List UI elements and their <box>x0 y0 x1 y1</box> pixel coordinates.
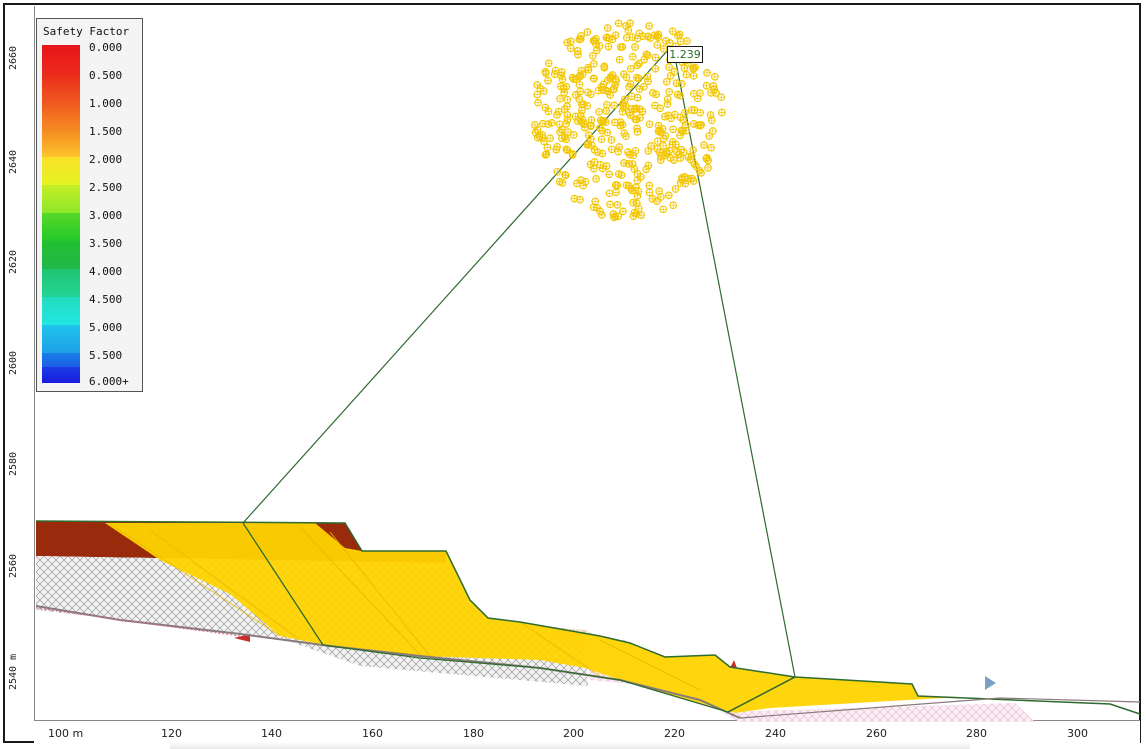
legend-label-10: 5.000 <box>89 321 123 334</box>
x-tick-220: 220 <box>664 727 685 740</box>
legend-swatch-9 <box>42 297 80 325</box>
legend-label-5: 2.500 <box>89 181 123 194</box>
legend-label-11: 5.500 <box>89 349 123 362</box>
radius-line-right <box>673 51 796 678</box>
legend-label-9: 4.500 <box>89 293 123 306</box>
legend-swatch-2 <box>42 101 80 129</box>
legend-swatch-0 <box>42 45 80 73</box>
x-tick-100: 100 m <box>48 727 84 740</box>
x-tick-240: 240 <box>765 727 786 740</box>
legend-label-12: 6.000+ <box>89 375 129 388</box>
critical-safety-factor-label[interactable]: 1.239 <box>667 46 703 63</box>
legend-label-7: 3.500 <box>89 237 123 250</box>
legend-label-0: 0.000 <box>89 41 123 54</box>
x-tick-120: 120 <box>161 727 182 740</box>
legend-label-8: 4.000 <box>89 265 123 278</box>
caption-strip <box>170 742 970 749</box>
legend-label-3: 1.500 <box>89 125 123 138</box>
load-marker-small <box>730 660 737 668</box>
legend-swatch-8 <box>42 269 80 297</box>
legend-swatch-12 <box>42 367 80 383</box>
legend-swatch-6 <box>42 213 80 241</box>
legend-swatch-11 <box>42 353 80 367</box>
legend-swatch-7 <box>42 241 80 269</box>
x-tick-180: 180 <box>463 727 484 740</box>
y-axis-ruler <box>6 6 35 720</box>
water-table-flag <box>985 676 996 690</box>
slip-streaks <box>109 523 701 691</box>
legend-title: Safety Factor <box>43 25 130 38</box>
safety-factor-legend[interactable]: Safety Factor 0.000 0.500 1.000 1.500 2.… <box>36 18 143 392</box>
x-tick-200: 200 <box>563 727 584 740</box>
legend-label-6: 3.000 <box>89 209 123 222</box>
x-tick-260: 260 <box>866 727 887 740</box>
legend-label-2: 1.000 <box>89 97 123 110</box>
legend-swatch-10 <box>42 325 80 353</box>
legend-label-1: 0.500 <box>89 69 123 82</box>
x-tick-300: 300 <box>1067 727 1088 740</box>
slip-surface-fill <box>105 523 960 713</box>
bedrock-boundary-line-right <box>739 697 1141 719</box>
x-axis-ruler <box>34 720 1140 743</box>
slip-center-grid <box>531 19 726 222</box>
load-marker <box>234 634 250 642</box>
x-tick-140: 140 <box>261 727 282 740</box>
legend-swatch-5 <box>42 185 80 213</box>
x-tick-160: 160 <box>362 727 383 740</box>
legend-swatch-3 <box>42 129 80 157</box>
pink-material-zone-lower <box>720 703 1035 722</box>
ground-surface-line <box>35 520 1141 715</box>
x-tick-280: 280 <box>966 727 987 740</box>
legend-swatch-1 <box>42 73 80 101</box>
legend-label-4: 2.000 <box>89 153 123 166</box>
legend-swatch-4 <box>42 157 80 185</box>
slip-base-segment <box>727 676 796 713</box>
bedrock-boundary-line <box>35 605 741 719</box>
